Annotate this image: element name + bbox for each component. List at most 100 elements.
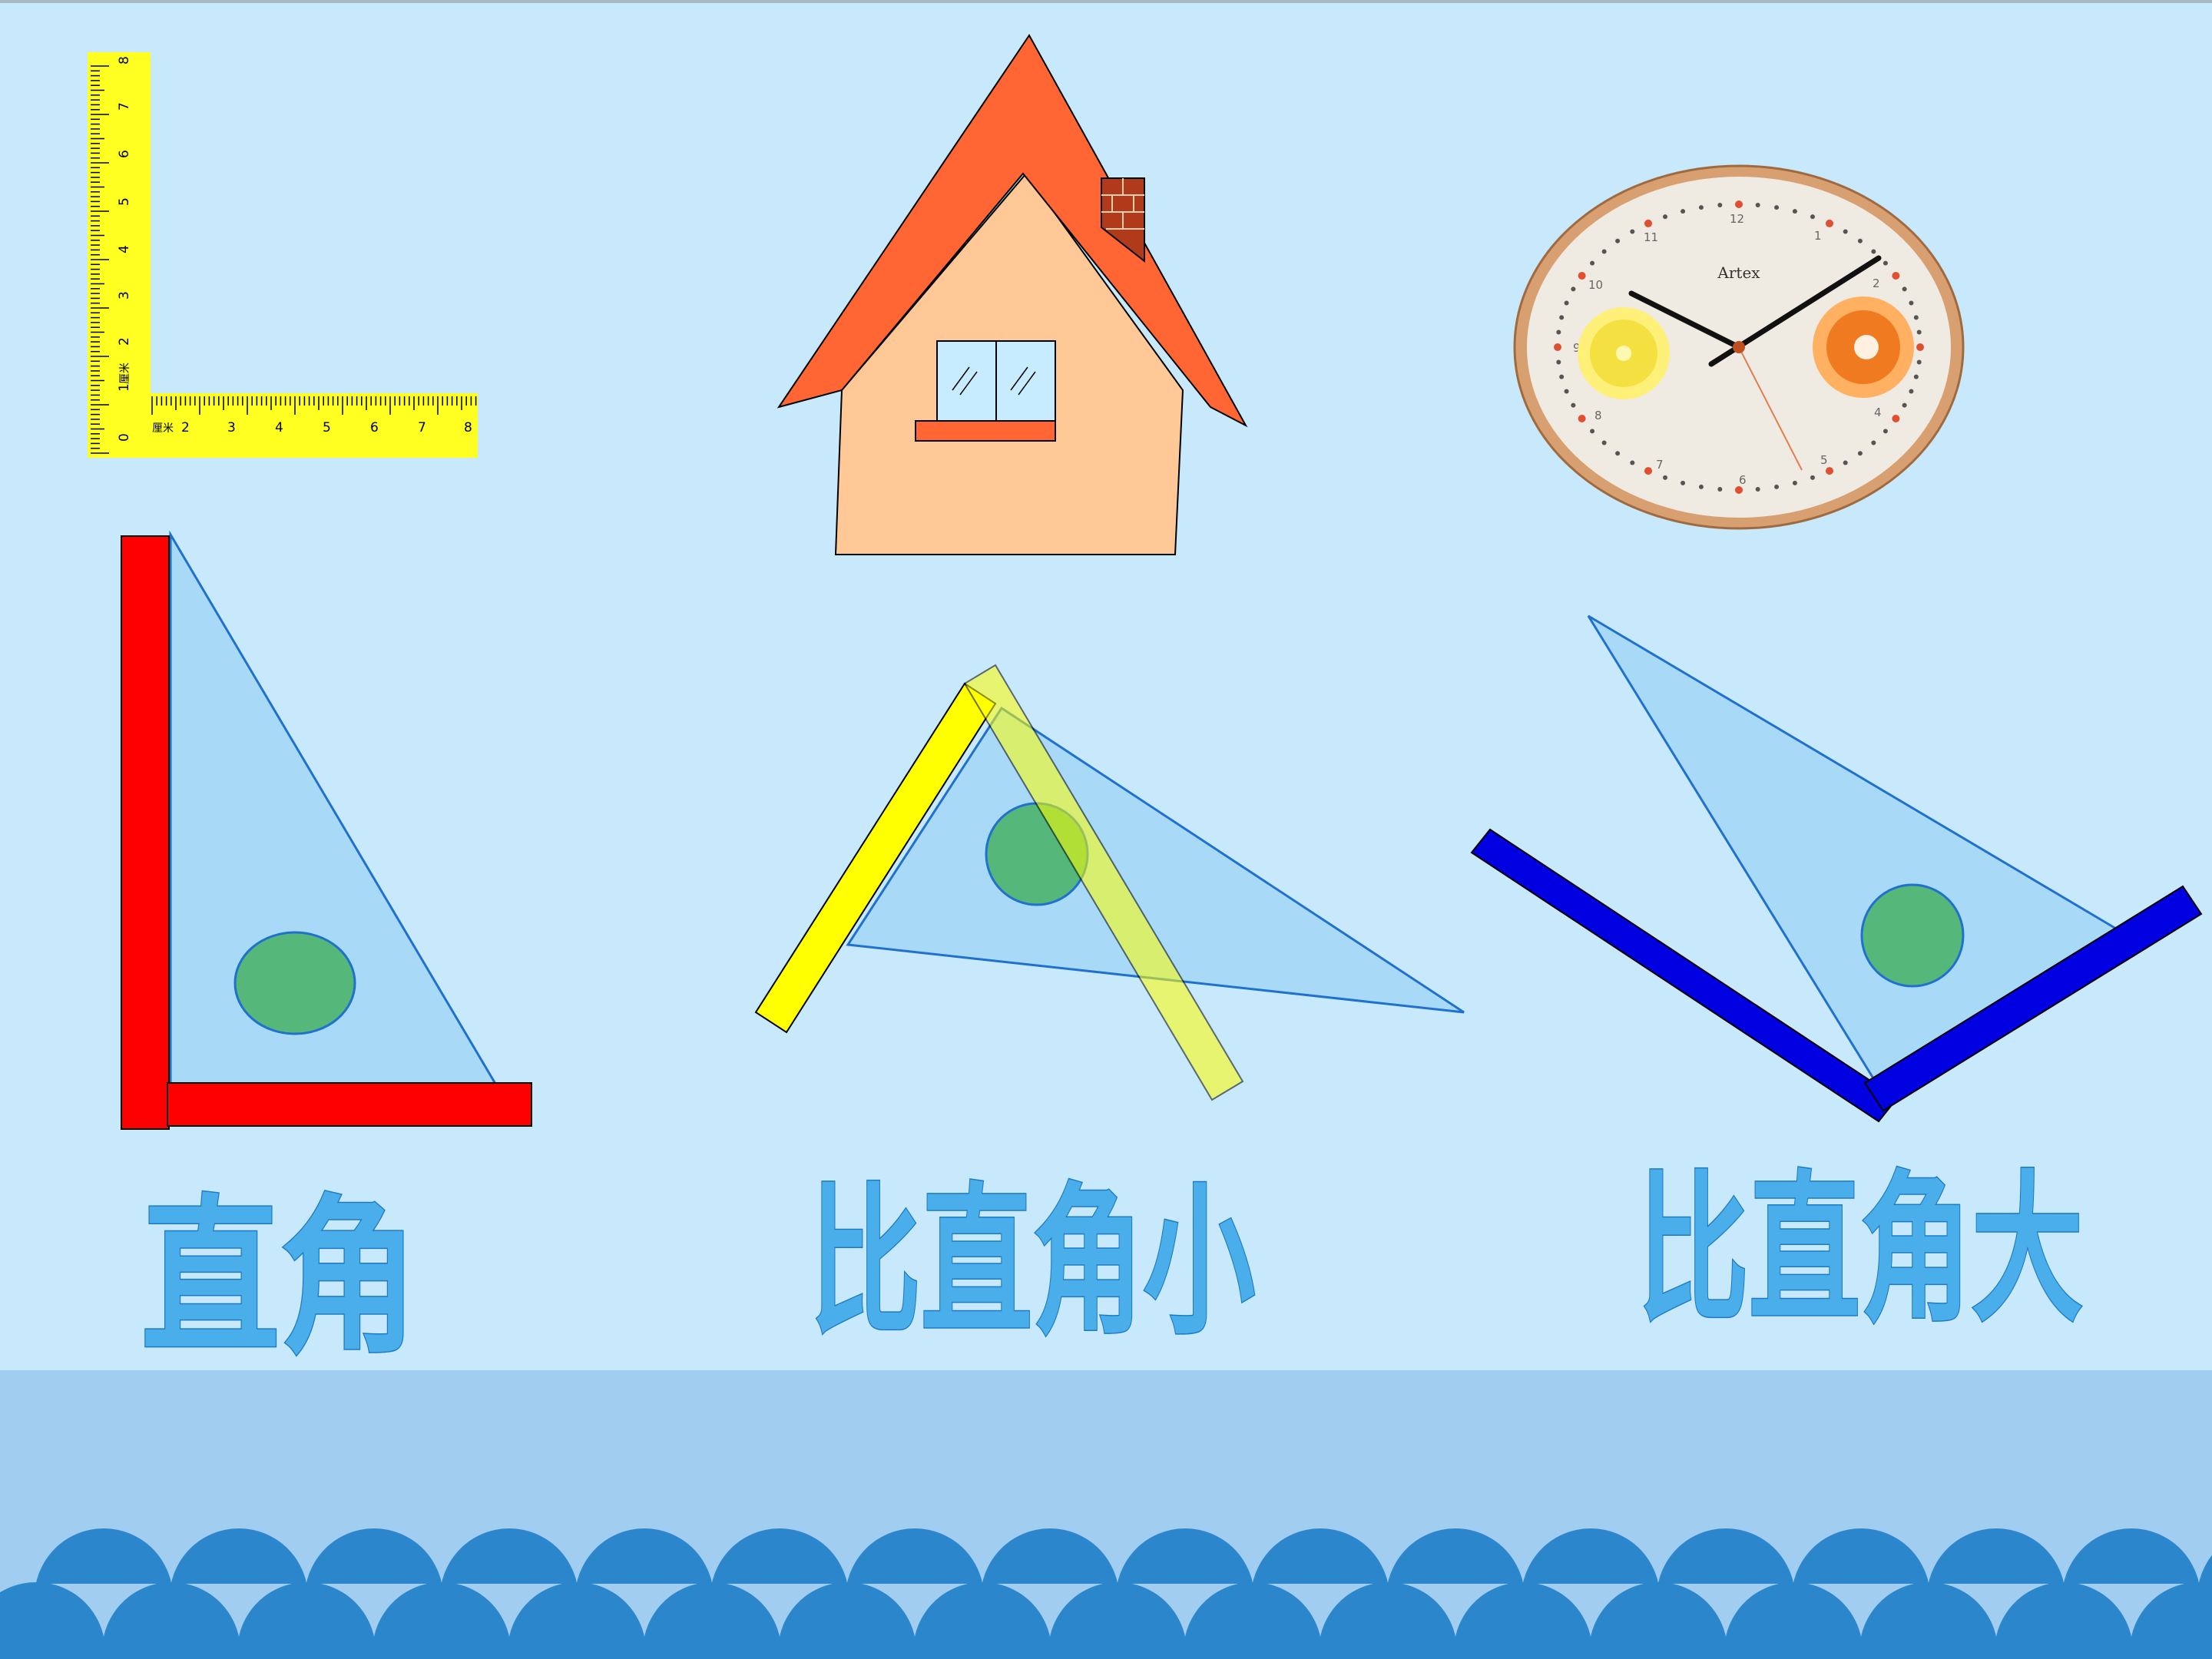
set-square-hole (1860, 883, 1965, 988)
clock-dot (1663, 214, 1668, 220)
clock-dot (1902, 286, 1907, 292)
wave-crest (508, 1582, 646, 1659)
clock-dot (1698, 484, 1704, 489)
ruler-hnum-8: 8 (464, 420, 472, 435)
clock-dot (1774, 205, 1780, 210)
clock-center (1733, 341, 1745, 353)
clock-dot (1826, 467, 1833, 475)
clock-dot (1792, 480, 1797, 485)
clock-dot (1590, 429, 1595, 434)
ruler-vnum-5: 5 (117, 197, 132, 206)
clock-dot (1571, 402, 1576, 408)
clock-dot (1644, 467, 1652, 475)
clock-dot (1571, 286, 1576, 292)
clock-dot (1556, 329, 1561, 335)
clock-dot (1909, 300, 1914, 306)
clock-brand: Artex (1717, 263, 1760, 282)
clock-num-6: 6 (1739, 473, 1747, 487)
clock-num-1: 1 (1814, 229, 1822, 243)
clock-dot (1717, 203, 1723, 208)
clock-num-4: 4 (1874, 406, 1882, 419)
wave-crest (373, 1582, 511, 1659)
clock-dot (1578, 272, 1586, 280)
clock-dot (1681, 480, 1686, 485)
angle-arm-horizontal (167, 1082, 532, 1127)
ruler-hnum-6: 6 (370, 420, 379, 435)
clock-num-10: 10 (1588, 278, 1603, 292)
clock-dot (1916, 359, 1922, 365)
clock-dot (1892, 272, 1900, 280)
wave-crest (237, 1582, 376, 1659)
wave-icon (0, 1370, 2212, 1659)
ruler-hnum-4: 4 (275, 420, 283, 435)
clock-num-7: 7 (1656, 458, 1664, 472)
angle-arm-right (963, 664, 1244, 1101)
angle-arm-vertical (121, 535, 170, 1130)
caption-smaller-than-right-angle: 比直角小 (810, 1167, 1255, 1356)
clock-dot (1735, 486, 1743, 494)
clock-dot (1826, 219, 1833, 227)
clock-dot (1913, 374, 1919, 379)
ruler-hnum-2: 2 (181, 420, 190, 435)
wave-crest (1319, 1582, 1457, 1659)
obtuse-angle-figure (1470, 614, 2203, 1123)
clock-dot (1559, 315, 1565, 320)
clock-dot (1913, 315, 1919, 320)
clock-dot (1810, 214, 1815, 220)
right-angle-figure (121, 530, 532, 1130)
ruler-vnum-0: 0 (117, 433, 132, 442)
clock-dot (1601, 249, 1607, 254)
clock-dot (1663, 475, 1668, 480)
clock-dot (1615, 238, 1621, 243)
clock-dot (1902, 402, 1907, 408)
ruler-vnum-4: 4 (117, 245, 132, 253)
caption-right-angle: 直角 (141, 1177, 418, 1376)
wave-crest (1589, 1582, 1727, 1659)
clock-dot (1857, 451, 1863, 456)
ruler-vnum-8: 8 (117, 56, 132, 65)
clock-icon: 12 1 2 3 4 5 6 7 8 9 10 11 Artex (1513, 164, 1965, 530)
clock-num-8: 8 (1594, 409, 1602, 422)
house-window (915, 340, 1056, 442)
clock-num-5: 5 (1820, 453, 1828, 467)
clock-dot (1630, 229, 1635, 234)
clock-dot (1717, 486, 1723, 492)
chimney (1101, 177, 1145, 263)
wave-crest (1724, 1582, 1863, 1659)
clock-dot (1871, 249, 1876, 254)
wave-crest (2130, 1582, 2212, 1659)
wave-crest (102, 1582, 240, 1659)
wave-crest (1859, 1582, 1998, 1659)
ruler-vnum-1: 1 (117, 383, 132, 392)
ruler-unit-vertical: 厘米 (119, 363, 131, 384)
clock-num-2: 2 (1873, 276, 1880, 290)
clock-dot (1883, 260, 1888, 266)
clock-num-11: 11 (1644, 230, 1658, 244)
clock-dot (1916, 343, 1924, 351)
ruler-hnum-5: 5 (323, 420, 331, 435)
clock-dot (1892, 415, 1900, 422)
clock-dot (1554, 343, 1561, 351)
ruler-vnum-2: 2 (117, 337, 132, 346)
wave-crest (1454, 1582, 1592, 1659)
ruler-vnum-3: 3 (117, 291, 132, 300)
clock-dot (1630, 460, 1635, 465)
clock-dot (1871, 440, 1876, 445)
ruler-vnum-7: 7 (117, 102, 132, 111)
ruler-hnum-3: 3 (227, 420, 236, 435)
clock-dot (1556, 359, 1561, 365)
angle-arm-right (1863, 885, 2203, 1112)
clock-dot (1857, 238, 1863, 243)
clock-dot (1774, 484, 1780, 489)
clock-dot (1681, 209, 1686, 214)
caption-larger-than-right-angle: 比直角大 (1637, 1154, 2083, 1344)
clock-dot (1559, 374, 1565, 379)
house-roof (777, 34, 1248, 428)
clock-dot (1698, 205, 1704, 210)
clock-dot (1843, 460, 1848, 465)
clock-num-12: 12 (1730, 212, 1744, 226)
clock-dot (1909, 389, 1914, 394)
wave-crest (643, 1582, 781, 1659)
